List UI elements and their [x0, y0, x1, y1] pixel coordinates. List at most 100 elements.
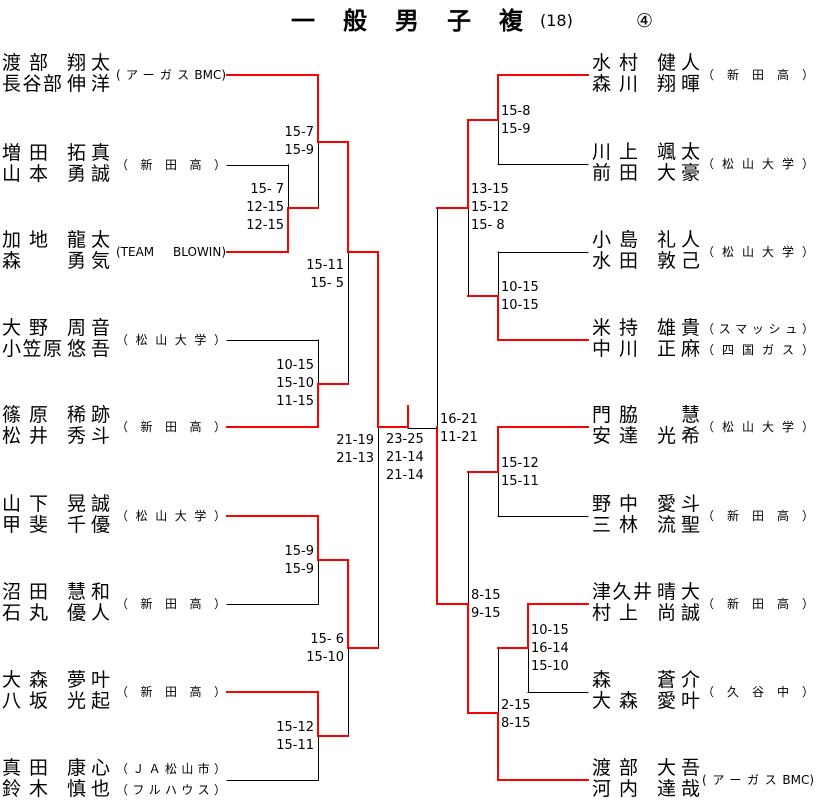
- given-name: 雄貴: [657, 317, 700, 339]
- given-name: 千優: [67, 514, 110, 536]
- given-name: 愛叶: [657, 690, 700, 712]
- match-score: 8-15: [501, 716, 531, 731]
- family-name: 松井: [2, 425, 48, 447]
- match-score: 15-12: [276, 720, 314, 735]
- player-name: 山本勇誠: [2, 164, 112, 185]
- player-name: 石丸優人: [2, 603, 112, 624]
- family-name: 増田: [2, 142, 48, 164]
- family-name: 大森: [592, 690, 638, 712]
- given-name: 慎也: [67, 778, 110, 800]
- match-score: 15- 6: [310, 632, 344, 647]
- team-affiliation: （松山大学）: [116, 509, 226, 523]
- match-score: 12-15: [246, 218, 284, 233]
- player-name: 真田康心: [2, 758, 112, 779]
- given-name: 正麻: [657, 338, 700, 360]
- player-name: 小笠原悠吾: [2, 339, 112, 360]
- given-name: 慧: [680, 404, 700, 426]
- player-name: 渡部大吾: [592, 758, 702, 779]
- player-name: 三林流聖: [592, 515, 702, 536]
- player-name: 渡部翔太: [2, 53, 112, 74]
- match-score: 15-10: [306, 650, 344, 665]
- match-score: 12-15: [246, 200, 284, 215]
- given-name: 周音: [67, 317, 110, 339]
- family-name: 長谷部: [2, 73, 62, 95]
- final-score: 23-25: [386, 432, 424, 447]
- family-name: 山本: [2, 163, 48, 185]
- match-score: 15- 8: [471, 218, 505, 233]
- match-score: 2-15: [501, 698, 531, 713]
- player-name: 篠原稀跡: [2, 405, 112, 426]
- match-score: 15-11: [276, 738, 314, 753]
- match-score: 10-15: [501, 280, 539, 295]
- given-name: 優人: [67, 602, 110, 624]
- family-name: 三林: [592, 514, 638, 536]
- match-score: 15-10: [531, 659, 569, 674]
- team-affiliation: （松山大学）: [116, 333, 226, 347]
- family-name: 川上: [592, 141, 638, 163]
- match-score: 15-7: [284, 125, 314, 140]
- family-name: 米持: [592, 317, 638, 339]
- player-name: 大森愛叶: [592, 691, 702, 712]
- event-title: 一般男子複: [291, 7, 551, 35]
- player-name: 森 蒼介: [592, 670, 702, 691]
- match-score: 8-15: [471, 588, 501, 603]
- given-name: 尚誠: [657, 602, 700, 624]
- family-name: 篠原: [2, 404, 48, 426]
- player-name: 長谷部伸洋: [2, 74, 112, 95]
- given-name: 勇気: [67, 250, 110, 272]
- player-name: 小島礼人: [592, 230, 702, 251]
- player-name: 森勇気: [2, 251, 112, 272]
- player-name: 加地龍太: [2, 230, 112, 251]
- family-name: 野中: [592, 493, 638, 515]
- given-name: 悠吾: [67, 338, 110, 360]
- match-score: 15- 5: [310, 276, 344, 291]
- match-score: 10-15: [531, 623, 569, 638]
- player-affiliation: （フルハウス）: [116, 783, 226, 797]
- player-name: 大野周音: [2, 318, 112, 339]
- player-name: 川上颯太: [592, 142, 702, 163]
- match-score: 15-9: [284, 562, 314, 577]
- given-name: 光希: [657, 425, 700, 447]
- team-affiliation: (アーガスBMC): [702, 773, 814, 787]
- given-name: 蒼介: [657, 669, 700, 691]
- match-score: 15-11: [306, 258, 344, 273]
- family-name: 八坂: [2, 690, 48, 712]
- page-marker: ④: [636, 10, 654, 32]
- family-name: 大森: [2, 669, 48, 691]
- player-affiliation: （スマッシュ）: [702, 322, 814, 336]
- family-name: 森川: [592, 73, 638, 95]
- family-name: 水田: [592, 250, 638, 272]
- player-name: 野中愛斗: [592, 494, 702, 515]
- given-name: 颯太: [657, 141, 700, 163]
- match-score: 15- 7: [250, 182, 284, 197]
- team-affiliation: （新田高）: [702, 509, 814, 523]
- match-score: 10-15: [276, 358, 314, 373]
- match-score: 11-15: [276, 394, 314, 409]
- match-score: 21-19: [336, 433, 374, 448]
- family-name: 渡部: [2, 52, 48, 74]
- family-name: 渡部: [592, 757, 638, 779]
- family-name: 安達: [592, 425, 638, 447]
- player-name: 米持雄貴: [592, 318, 702, 339]
- given-name: 晴大: [657, 581, 700, 603]
- given-name: 康心: [67, 757, 110, 779]
- match-score: 11-21: [440, 430, 478, 445]
- given-name: 秀斗: [67, 425, 110, 447]
- player-name: 森川翔暉: [592, 74, 702, 95]
- given-name: 愛斗: [657, 493, 700, 515]
- final-score: 21-14: [386, 468, 424, 483]
- family-name: 水村: [592, 52, 638, 74]
- player-name: 鈴木慎也: [2, 779, 112, 800]
- player-name: 河内達哉: [592, 779, 702, 800]
- player-name: 松井秀斗: [2, 426, 112, 447]
- family-name: 森: [592, 669, 612, 691]
- family-name: 鈴木: [2, 778, 48, 800]
- family-name: 門脇: [592, 404, 638, 426]
- given-name: 礼人: [657, 229, 700, 251]
- family-name: 加地: [2, 229, 48, 251]
- match-score: 15-8: [501, 104, 531, 119]
- given-name: 翔太: [67, 52, 110, 74]
- given-name: 大吾: [657, 757, 700, 779]
- team-affiliation: （新田高）: [116, 685, 226, 699]
